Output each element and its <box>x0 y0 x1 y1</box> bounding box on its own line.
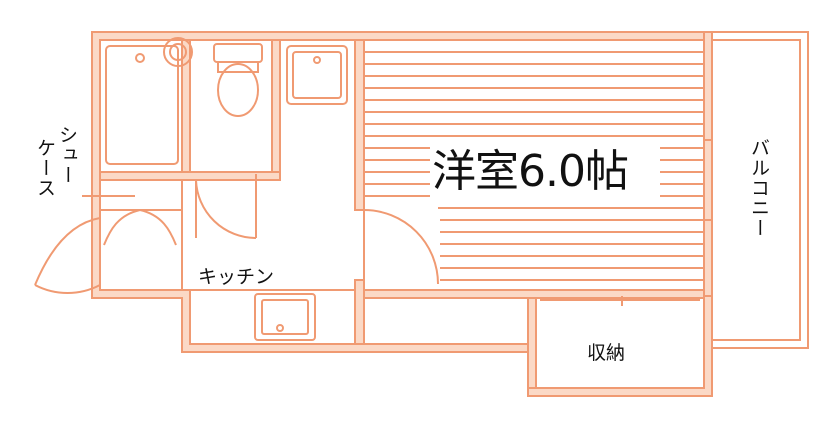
storage-label: 収納 <box>587 342 626 364</box>
room-door-swing <box>363 209 439 285</box>
storage-side-wall <box>527 297 537 389</box>
balcony-wall <box>703 31 713 297</box>
shoe-case-label-1: シュー <box>55 125 78 185</box>
bath-bottom-wall <box>99 171 281 181</box>
main-room-label: 洋室6.0帖 <box>432 146 629 197</box>
floorboards <box>364 51 704 281</box>
washing-machine-pan <box>286 45 348 105</box>
kitchen-sink <box>254 293 316 341</box>
bathtub <box>105 45 179 165</box>
kitchen-room-wall-lower <box>354 279 365 345</box>
toilet-bowl <box>217 63 259 117</box>
wc-partition <box>271 39 281 175</box>
washbasin <box>163 37 193 67</box>
kitchen-label: キッチン <box>198 266 275 288</box>
room-bottom-wall <box>363 289 705 299</box>
balcony-label: バルコニー <box>747 138 770 238</box>
shoe-case-label-2: ケース <box>33 138 56 198</box>
entrance-door-swing <box>34 284 101 295</box>
kitchen-room-wall <box>354 39 365 211</box>
shoe-case-box <box>99 179 183 291</box>
